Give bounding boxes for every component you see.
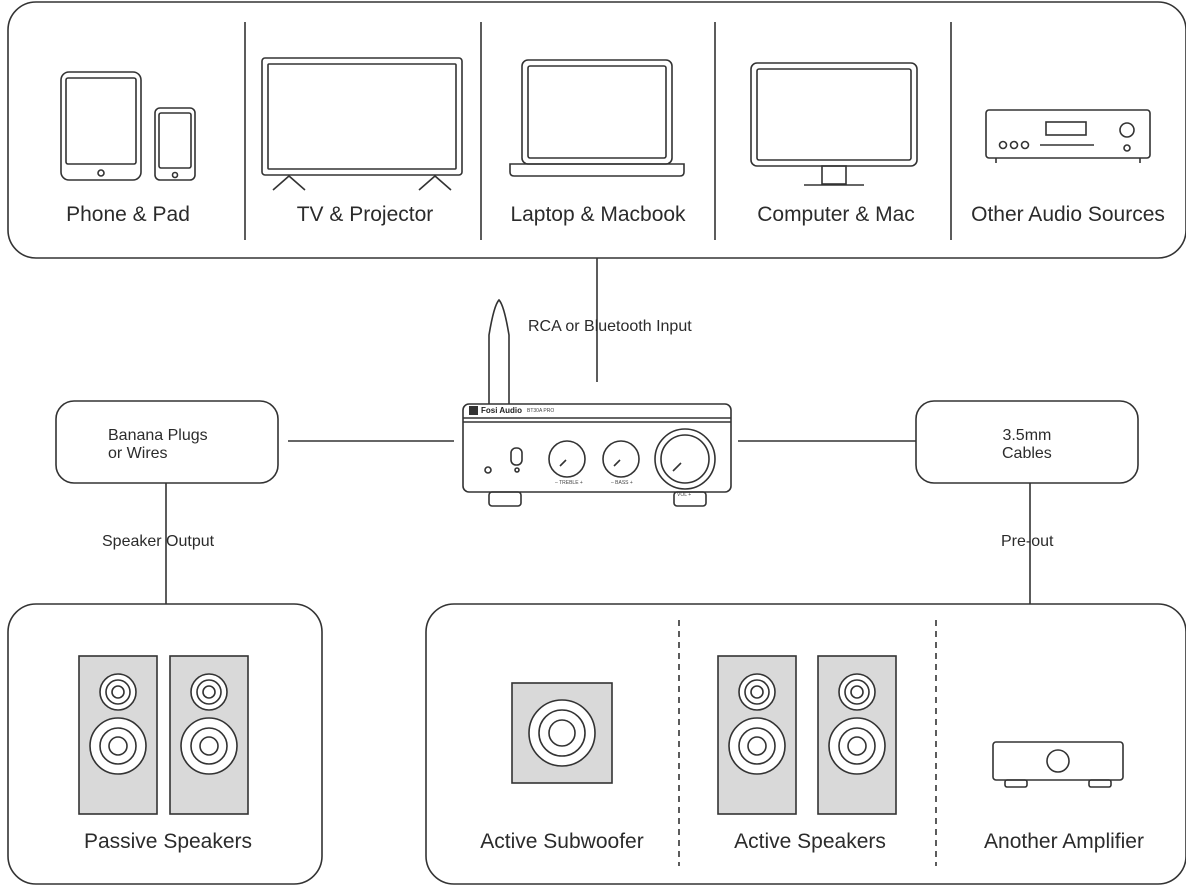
subwoofer-icon xyxy=(511,682,613,784)
laptop-icon xyxy=(509,59,685,177)
monitor-icon xyxy=(750,62,918,186)
label-laptop-macbook: Laptop & Macbook xyxy=(510,203,686,226)
amplifier-icon xyxy=(462,298,732,507)
cables-box xyxy=(915,400,1139,484)
label-other-audio: Other Audio Sources xyxy=(971,203,1165,226)
amp-volume-label: VOL + xyxy=(677,492,692,498)
amp-model: BT30A PRO xyxy=(527,408,555,414)
brand-logo-icon xyxy=(469,406,478,415)
banana-box-text: Banana Plugs or Wires xyxy=(108,427,208,463)
audio-source-icon xyxy=(985,109,1151,163)
active-speakers-icon xyxy=(717,655,897,815)
banana-line-1: Banana Plugs xyxy=(108,427,208,444)
banana-box xyxy=(55,400,279,484)
label-passive-speakers: Passive Speakers xyxy=(83,830,253,853)
label-input: RCA or Bluetooth Input xyxy=(528,318,692,335)
passive-panel xyxy=(7,603,323,885)
cables-line-2: Cables xyxy=(1002,445,1052,462)
passive-speakers-icon xyxy=(78,655,249,815)
label-another-amplifier: Another Amplifier xyxy=(984,830,1144,853)
label-tv-projector: TV & Projector xyxy=(296,203,434,226)
amp-bass-label: – BASS + xyxy=(611,480,633,486)
label-computer-mac: Computer & Mac xyxy=(757,203,915,226)
banana-line-2: or Wires xyxy=(108,445,168,462)
label-pre-out: Pre-out xyxy=(1001,533,1054,550)
tablet-phone-icon xyxy=(60,71,196,181)
antenna-icon xyxy=(488,298,510,404)
label-active-speakers: Active Speakers xyxy=(734,830,886,853)
active-panel xyxy=(425,603,1186,885)
label-speaker-output: Speaker Output xyxy=(102,533,215,550)
label-phone-pad: Phone & Pad xyxy=(66,203,190,226)
tv-icon xyxy=(261,57,463,191)
amp-treble-label: – TREBLE + xyxy=(555,480,583,486)
small-amplifier-icon xyxy=(992,741,1124,788)
label-active-subwoofer: Active Subwoofer xyxy=(480,830,644,853)
cables-line-1: 3.5mm xyxy=(1002,427,1052,444)
cables-box-text: 3.5mm Cables xyxy=(1002,427,1052,463)
amp-brand: Fosi Audio xyxy=(481,406,523,415)
